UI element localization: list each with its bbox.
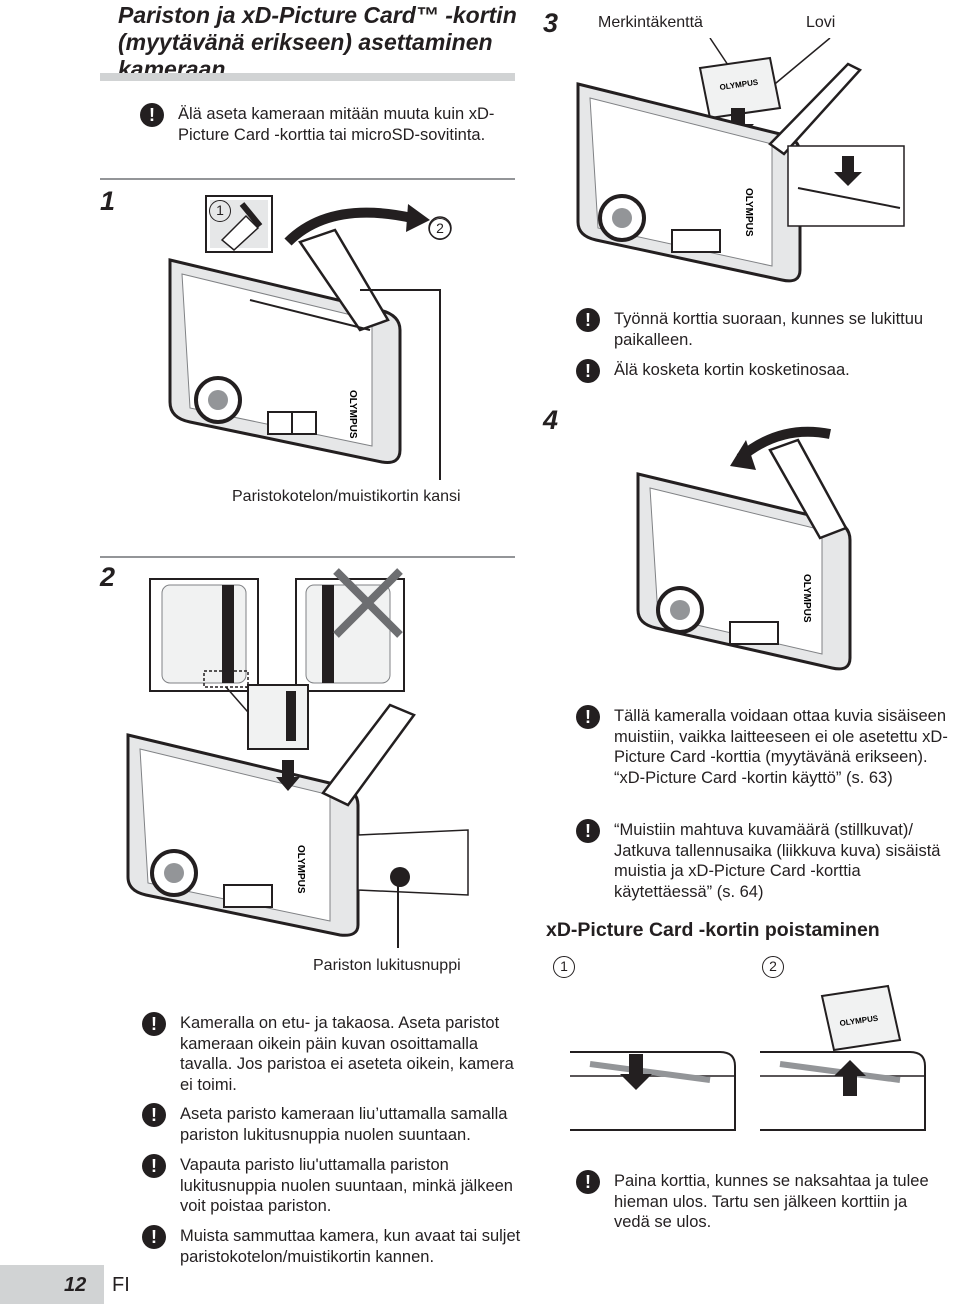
warning-icon: !	[576, 308, 600, 332]
warning-text: Älä kosketa kortin kosketinosaa.	[614, 361, 850, 379]
warning-icon: !	[576, 359, 600, 383]
battery-cover	[321, 703, 416, 807]
warning-step2-3: ! Vapauta paristo liu'uttamalla pariston…	[142, 1154, 522, 1217]
label-write-area: Merkintäkenttä	[598, 14, 703, 31]
title-underline	[100, 73, 515, 81]
warning-step3-2: ! Älä kosketa kortin kosketinosaa.	[576, 359, 936, 383]
camera-brand-text: OLYMPUS	[743, 188, 754, 237]
x-mark-icon	[333, 568, 403, 638]
warning-top-1: ! Älä aseta kameraan mitään muuta kuin x…	[140, 103, 520, 145]
warning-icon: !	[142, 1012, 166, 1036]
up-arrow-icon	[834, 1060, 866, 1076]
warning-step2-4: ! Muista sammuttaa kamera, kun avaat tai…	[142, 1225, 522, 1267]
step2-illustration: OLYMPUS	[126, 568, 469, 948]
xd-card	[698, 56, 782, 120]
marker-1: 1	[209, 200, 231, 222]
marker-1: 1	[553, 956, 575, 978]
language-code: FI	[112, 1274, 130, 1296]
battery-cover	[298, 228, 390, 332]
warning-icon: !	[142, 1225, 166, 1249]
warning-icon: !	[576, 1170, 600, 1194]
label-leader	[360, 289, 441, 480]
page-number-band	[0, 1265, 104, 1304]
warning-step3-1: ! Työnnä korttia suoraan, kunnes se luki…	[576, 308, 936, 350]
card-cover	[768, 438, 848, 540]
warning-icon: !	[142, 1154, 166, 1178]
warning-text: Aseta paristo kameraan liu’uttamalla sam…	[180, 1105, 508, 1144]
warning-text: Älä aseta kameraan mitään muuta kuin xD-…	[178, 105, 495, 144]
removal-illustration: OLYMPUS	[570, 984, 926, 1131]
step-number-3: 3	[543, 8, 559, 38]
step-number-1: 1	[100, 186, 116, 216]
xd-card	[820, 984, 902, 1052]
warning-text: Muista sammuttaa kamera, kun avaat tai s…	[180, 1227, 521, 1266]
down-arrow-icon	[620, 1074, 652, 1090]
card-cover	[768, 62, 863, 156]
page-number: 12	[64, 1274, 87, 1296]
step-number-4: 4	[543, 405, 559, 435]
down-arrow-icon	[276, 777, 300, 791]
label-cover: Paristokotelon/muistikortin kansi	[232, 488, 461, 505]
inset-frame	[787, 145, 905, 227]
warning-text: Kameralla on etu- ja takaosa. Aseta pari…	[180, 1014, 514, 1094]
step-number-2: 2	[100, 562, 116, 592]
warning-icon: !	[576, 819, 600, 843]
warning-text: Vapauta paristo liu'uttamalla pariston l…	[180, 1156, 513, 1215]
warning-removal: ! Paina korttia, kunnes se naksahtaa ja …	[576, 1170, 946, 1233]
warning-text: Työnnä korttia suoraan, kunnes se lukitt…	[614, 310, 924, 349]
inset-arrow	[239, 202, 263, 228]
marker-2: 2	[762, 956, 784, 978]
warning-text: Paina korttia, kunnes se naksahtaa ja tu…	[614, 1172, 929, 1231]
lock-knob	[390, 867, 410, 887]
down-arrow-icon	[834, 172, 862, 186]
warning-step2-2: ! Aseta paristo kameraan liu’uttamalla s…	[142, 1103, 522, 1145]
camera-brand-text: OLYMPUS	[801, 574, 812, 623]
divider	[100, 556, 515, 558]
label-battery-lock: Pariston lukitusnuppi	[313, 957, 461, 974]
warning-right-1: ! Tällä kameralla voidaan ottaa kuvia si…	[576, 705, 960, 788]
section-title: Pariston ja xD-Picture Card™ -kortin (my…	[118, 2, 517, 82]
step3-illustration: OLYMPUS OLYMPUS	[576, 38, 905, 283]
step4-illustration: OLYMPUS	[636, 426, 852, 671]
warning-right-2: ! “Muistiin mahtuva kuvamäärä (stillkuva…	[576, 819, 960, 902]
step1-illustration: OLYMPUS	[168, 195, 452, 480]
warning-step2-1: ! Kameralla on etu- ja takaosa. Aseta pa…	[142, 1012, 522, 1095]
warning-icon: !	[142, 1103, 166, 1127]
open-arrow	[284, 207, 414, 246]
warning-text: Tällä kameralla voidaan ottaa kuvia sisä…	[614, 707, 948, 787]
warning-icon: !	[140, 103, 164, 127]
marker-2: 2	[429, 218, 451, 240]
warning-text: “Muistiin mahtuva kuvamäärä (stillkuvat)…	[614, 821, 941, 901]
divider	[100, 178, 515, 180]
label-notch: Lovi	[806, 14, 836, 31]
camera-brand-text: OLYMPUS	[347, 390, 358, 439]
warning-icon: !	[576, 705, 600, 729]
removal-heading: xD-Picture Card -kortin poistaminen	[546, 919, 880, 941]
camera-brand-text: OLYMPUS	[295, 845, 306, 894]
